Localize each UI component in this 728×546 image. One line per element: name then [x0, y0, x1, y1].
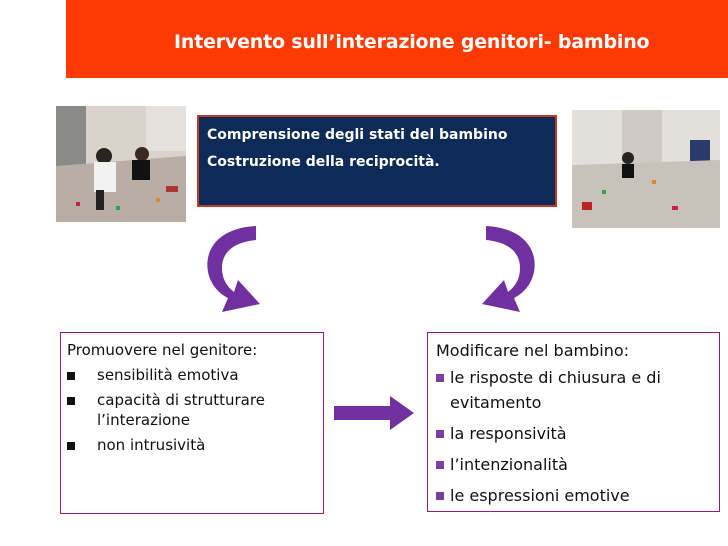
list-item: la responsività [450, 424, 567, 443]
left-photo-image [56, 106, 186, 222]
square-bullet-icon [436, 492, 444, 500]
right-photo-image [572, 110, 720, 228]
list-item: evitamento [450, 393, 542, 412]
title-bar [66, 0, 728, 78]
square-bullet-icon [67, 397, 75, 405]
list-item: l’intenzionalità [450, 455, 568, 474]
curved-arrow-right [482, 226, 535, 312]
left-photo [56, 106, 186, 222]
square-bullet-icon [67, 372, 75, 380]
list-item: l’interazione [97, 411, 191, 429]
right-arrow-icon [334, 396, 414, 430]
square-bullet-icon [436, 374, 444, 382]
center-box: Comprensione degli stati del bambino Cos… [197, 115, 557, 207]
square-bullet-icon [436, 461, 444, 469]
list-item: non intrusività [97, 436, 206, 454]
square-bullet-icon [67, 442, 75, 450]
square-bullet-icon [436, 430, 444, 438]
center-box-line-1: Comprensione degli stati del bambino [207, 127, 508, 143]
right-photo [572, 110, 720, 228]
center-box-line-2: Costruzione della reciprocità. [207, 154, 440, 170]
list-item: le espressioni emotive [450, 486, 630, 505]
list-item: capacità di strutturare [97, 391, 265, 409]
list-item: le risposte di chiusura e di [450, 368, 661, 387]
page-title: Intervento sull’interazione genitori- ba… [174, 31, 650, 53]
left-panel: Promuovere nel genitore: sensibilità emo… [60, 332, 324, 514]
right-panel: Modificare nel bambino: le risposte di c… [427, 332, 720, 512]
list-item: sensibilità emotiva [97, 366, 239, 384]
curved-arrow-left [207, 226, 260, 312]
right-panel-heading: Modificare nel bambino: [436, 341, 630, 360]
left-panel-heading: Promuovere nel genitore: [67, 341, 258, 359]
